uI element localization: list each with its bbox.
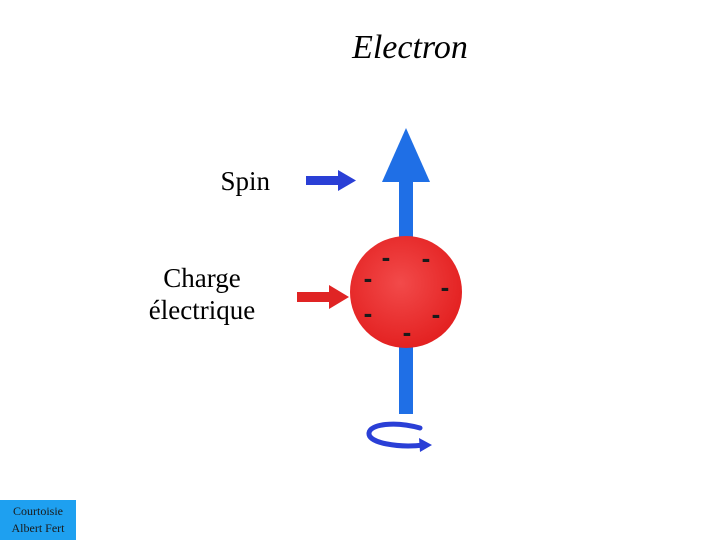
spin-label: Spin xyxy=(220,166,270,196)
charge-mark: - xyxy=(403,317,412,347)
charge-pointer-arrow xyxy=(297,285,349,309)
rotation-arrow-icon xyxy=(366,421,432,452)
charge-label-line2: électrique xyxy=(148,295,256,326)
charge-mark: - xyxy=(422,243,431,273)
spin-pointer-arrow xyxy=(306,170,356,191)
charge-label: Charge électrique xyxy=(120,262,284,327)
charge-mark: - xyxy=(432,299,441,329)
spin-axis-arrowhead xyxy=(382,128,430,182)
slide-title: Electron xyxy=(352,29,468,66)
charge-mark: - xyxy=(382,242,391,272)
credit-line1: Courtoisie xyxy=(13,504,63,518)
credit-line2: Albert Fert xyxy=(11,521,65,535)
charge-mark: - xyxy=(364,298,373,328)
charge-mark: - xyxy=(364,263,373,293)
charge-marks: - - - - - - - xyxy=(364,242,450,347)
charge-label-line1: Charge xyxy=(163,263,241,293)
electron-body xyxy=(350,236,462,348)
charge-mark: - xyxy=(441,272,450,302)
credit-badge: Courtoisie Albert Fert xyxy=(0,500,76,540)
